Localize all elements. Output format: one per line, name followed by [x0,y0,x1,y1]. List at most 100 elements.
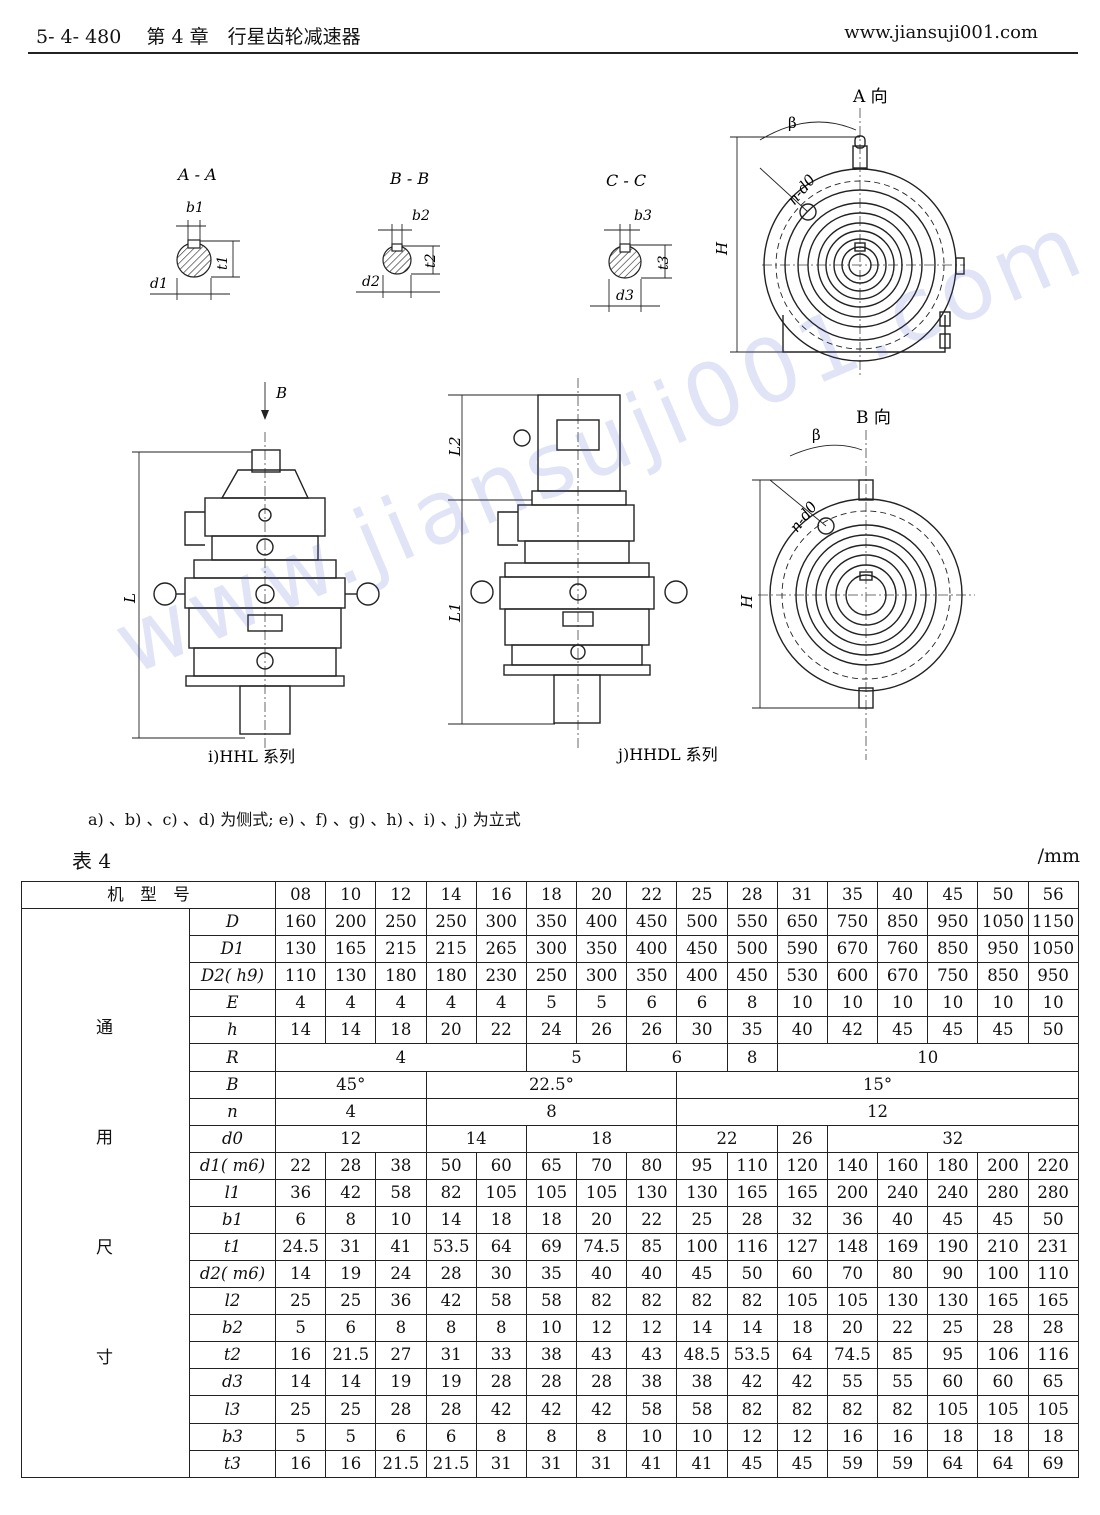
value-cell: 8 [325,1205,377,1235]
value-cell: 14 [274,1016,327,1045]
value-cell: 28 [325,1151,377,1180]
model-cell: 10 [325,880,377,910]
value-cell: 55 [877,1368,929,1397]
group-label-char: 通 [96,1018,115,1039]
value-cell: 45 [977,1205,1029,1235]
value-cell: 82 [726,1395,778,1424]
value-cell: 59 [877,1449,929,1479]
dim-l: L [121,593,139,604]
value-cell: 1050 [977,908,1029,937]
section-aa-drawing: A - A b1 t1 d1 [150,165,240,300]
value-cell: 50 [1027,1016,1079,1045]
value-cell: 400 [626,935,678,964]
value-cell: 850 [927,935,979,964]
value-cell: 300 [576,962,628,991]
value-cell: 45 [977,1016,1029,1045]
value-cell: 70 [826,1260,879,1289]
header-chapter: 5- 4- 480 第 4 章 行星齿轮减速器 [36,26,361,48]
model-cell: 16 [475,880,527,910]
row-label: R [189,1043,276,1072]
value-cell: 25 [676,1205,728,1235]
value-cell: 64 [927,1449,979,1479]
value-cell: 6 [325,1314,377,1343]
value-cell: 38 [626,1368,678,1397]
value-cell: 14 [676,1314,728,1343]
section-aa-label: A - A [176,165,217,184]
value-cell: 6 [274,1205,327,1235]
page-header: 5- 4- 480 第 4 章 行星齿轮减速器 www.jiansuji001.… [28,18,1078,54]
value-cell: 4 [275,1043,527,1072]
value-cell: 27 [375,1341,427,1370]
value-cell: 85 [626,1233,678,1262]
value-cell: 110 [726,1151,778,1180]
header-model-label: 机 型 号 [21,880,276,910]
value-cell: 95 [676,1151,728,1180]
header-website: www.jiansuji001.com [844,22,1038,43]
row-label: d2( m6) [189,1260,276,1289]
value-cell: 38 [375,1151,427,1180]
value-cell: 450 [626,908,678,937]
value-cell: 42 [776,1368,828,1397]
value-cell: 65 [1027,1368,1079,1397]
value-cell: 65 [525,1151,578,1180]
value-cell: 12 [776,1422,828,1451]
value-cell: 200 [826,1178,879,1207]
value-cell: 43 [626,1341,678,1370]
dim-d1: d1 [150,276,168,292]
value-cell: 26 [776,1124,828,1153]
view-b-label: B 向 [856,408,891,428]
section-cc-label: C - C [606,171,646,190]
value-cell: 45 [877,1016,929,1045]
value-cell: 210 [977,1233,1029,1262]
value-cell: 14 [274,1260,327,1289]
value-cell: 10 [826,989,879,1018]
value-cell: 42 [475,1395,527,1424]
value-cell: 8 [576,1422,628,1451]
value-cell: 14 [425,1124,527,1153]
value-cell: 250 [375,908,427,937]
value-cell: 16 [826,1422,879,1451]
value-cell: 8 [375,1314,427,1343]
value-cell: 21.5 [325,1341,377,1370]
row-label: D1 [189,935,276,964]
value-cell: 130 [927,1287,979,1316]
dim-t3: t3 [656,255,672,270]
value-cell: 70 [576,1151,628,1180]
value-cell: 18 [375,1016,427,1045]
value-cell: 750 [826,908,879,937]
value-cell: 10 [676,1422,728,1451]
value-cell: 105 [927,1395,979,1424]
holes-a: n-d0 [784,171,820,209]
value-cell: 1150 [1027,908,1079,937]
value-cell: 50 [425,1151,477,1180]
value-cell: 240 [927,1178,979,1207]
value-cell: 82 [576,1287,628,1316]
value-cell: 130 [676,1178,728,1207]
value-cell: 160 [877,1151,929,1180]
value-cell: 550 [726,908,778,937]
value-cell: 10 [927,989,979,1018]
value-cell: 16 [325,1449,377,1479]
value-cell: 80 [877,1260,929,1289]
value-cell: 82 [676,1287,728,1316]
value-cell: 10 [626,1422,678,1451]
value-cell: 169 [877,1233,929,1262]
value-cell: 24 [375,1260,427,1289]
value-cell: 26 [626,1016,678,1045]
value-cell: 6 [676,989,728,1018]
value-cell: 230 [475,962,527,991]
value-cell: 116 [1027,1341,1079,1370]
value-cell: 650 [776,908,828,937]
arrow-b-label: B [275,384,287,402]
value-cell: 130 [877,1287,929,1316]
value-cell: 8 [525,1422,578,1451]
value-cell: 165 [325,935,377,964]
value-cell: 4 [274,989,327,1018]
value-cell: 32 [826,1124,1079,1153]
